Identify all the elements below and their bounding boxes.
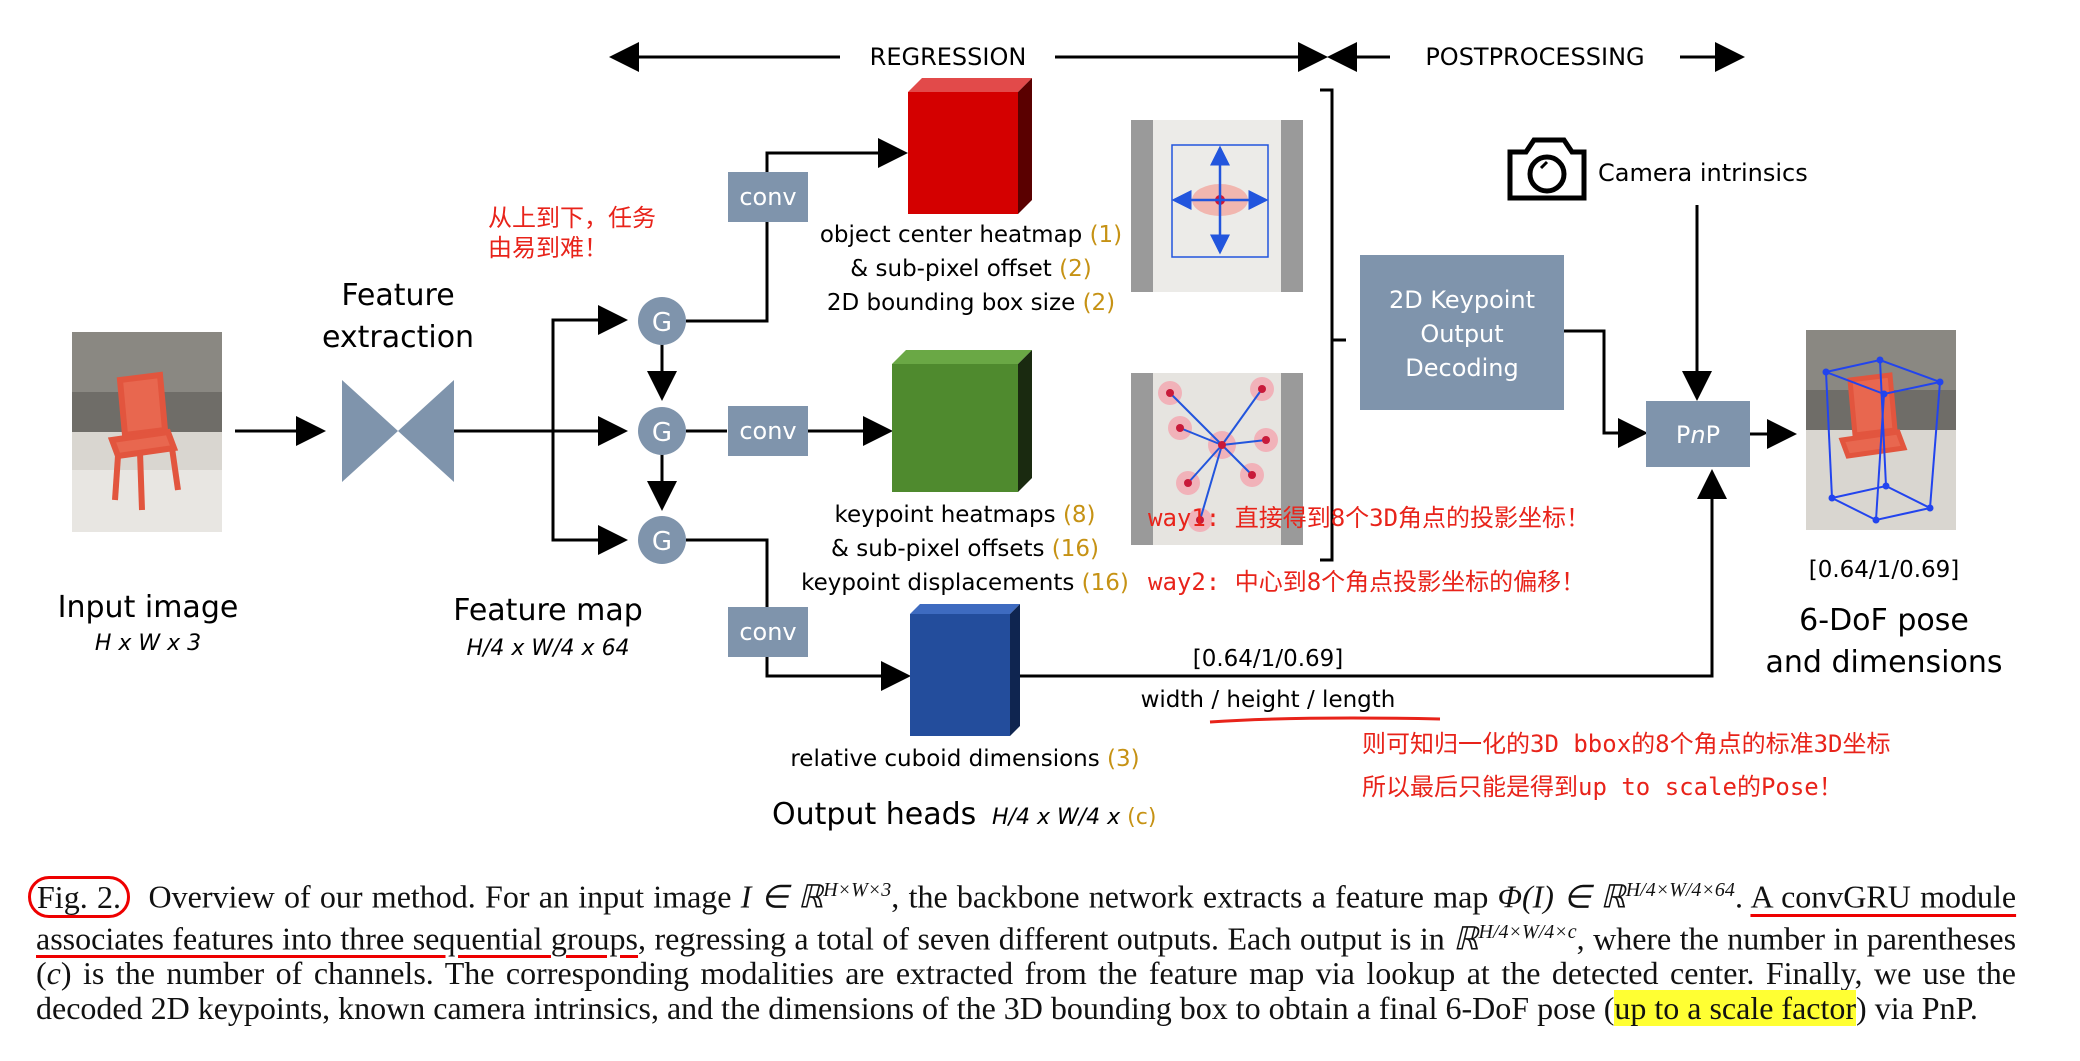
postprocessing-label: POSTPROCESSING — [1425, 43, 1644, 71]
svg-text:G: G — [652, 527, 672, 557]
dims-value: [0.64/1/0.69] — [1193, 646, 1344, 672]
conv-box-3: conv — [728, 607, 808, 657]
keypoint-head-line1: keypoint heatmaps (8) — [834, 502, 1095, 528]
svg-text:2D Keypoint: 2D Keypoint — [1389, 286, 1535, 314]
dims-underline-annotation — [1209, 716, 1441, 724]
chair-icon — [107, 371, 181, 511]
pose-value: [0.64/1/0.69] — [1809, 557, 1960, 583]
caption-text: . — [1969, 990, 1978, 1027]
svg-text:Output: Output — [1420, 320, 1503, 348]
annotation-scale-line1: 则可知归一化的3D bbox的8个角点的标准3D坐标 — [1362, 730, 1891, 758]
method-diagram: REGRESSION POSTPROCESSING Input image H … — [58, 42, 2003, 832]
annotation-order-line2: 由易到难！ — [488, 234, 608, 262]
keypoint-head-line2: & sub-pixel offsets (16) — [831, 536, 1099, 562]
svg-text:Decoding: Decoding — [1405, 354, 1518, 382]
center-head-line1: object center heatmap (1) — [820, 222, 1122, 248]
output-heads-shape: H/4 x W/4 x (c) — [992, 805, 1156, 830]
keypoint-heatmap-cube — [892, 350, 1032, 492]
feature-extraction-line2: extraction — [322, 320, 474, 355]
gru-to-head-connectors — [686, 138, 911, 691]
center-heatmap-thumbnail — [1131, 120, 1303, 292]
keypoint-heatmap-thumbnail — [1131, 373, 1303, 545]
svg-text:PnP: PnP — [1676, 421, 1720, 449]
annotation-way1: way1: 直接得到8个3D角点的投影坐标！ — [1148, 504, 1590, 532]
regression-span: REGRESSION — [609, 42, 1328, 72]
feature-map-connectors — [454, 305, 677, 555]
caption-text: , regressing a total of seven different … — [638, 920, 1454, 957]
caption-text: ) is the number of channels. The corresp… — [36, 955, 2016, 1027]
caption-text: ) via — [1856, 990, 1922, 1027]
annotation-order-line1: 从上到下，任务 — [488, 204, 656, 232]
conv-box-2: conv — [728, 406, 808, 456]
pose-output-image — [1806, 330, 1956, 530]
caption-text: PnP — [1921, 990, 1970, 1027]
caption-text: , the backbone network extracts a featur… — [891, 878, 1498, 915]
center-head-line3: 2D bounding box size (2) — [827, 290, 1115, 316]
caption-text: . — [1734, 878, 1751, 915]
decoder-to-pnp-arrow — [1564, 329, 1648, 448]
caption-math: c — [46, 955, 61, 992]
svg-text:G: G — [652, 418, 672, 448]
input-shape: H x W x 3 — [95, 631, 201, 656]
caption-math: Φ(I) ∈ ℝ — [1497, 878, 1626, 915]
keypoint-head-line3: keypoint displacements (16) — [801, 570, 1129, 596]
input-image — [72, 332, 222, 532]
input-title: Input image — [58, 590, 239, 625]
caption-underlined: A convGRU module associates features int… — [36, 878, 2017, 957]
gru-node-3: G — [638, 516, 686, 564]
backbone-bowtie-icon — [342, 380, 454, 482]
pose-title-line1: 6-DoF pose — [1799, 603, 1969, 638]
svg-text:G: G — [652, 308, 672, 338]
svg-text:conv: conv — [739, 618, 796, 646]
feature-map-shape: H/4 x W/4 x 64 — [466, 636, 629, 661]
caption-highlight: up to a scale factor — [1614, 990, 1857, 1027]
feature-extraction-line1: Feature — [341, 278, 454, 313]
camera-icon — [1507, 137, 1587, 201]
caption-fig-label: Fig. 2. — [28, 875, 130, 918]
annotation-scale-line2: 所以最后只能是得到up to scale的Pose！ — [1362, 773, 1843, 801]
svg-text:conv: conv — [739, 417, 796, 445]
caption-math: H/4×W/4×c — [1478, 920, 1577, 943]
conv-box-1: conv — [728, 172, 808, 222]
camera-label: Camera intrinsics — [1598, 159, 1808, 187]
gru-node-1: G — [638, 297, 686, 345]
modalities-bracket — [1320, 88, 1346, 562]
dims-label: width / height / length — [1141, 687, 1396, 713]
center-heatmap-cube — [908, 78, 1032, 214]
caption-text: , where the number in parentheses ( — [36, 920, 2017, 992]
regression-label: REGRESSION — [870, 43, 1027, 71]
cuboid-head-label: relative cuboid dimensions (3) — [790, 746, 1139, 772]
feature-map-title: Feature map — [453, 593, 643, 628]
gru-node-2: G — [638, 407, 686, 455]
output-heads-title: Output heads — [772, 797, 976, 832]
caption-text: Overview of our method. For an input ima… — [148, 878, 741, 915]
caption-math: H×W×3 — [823, 879, 892, 901]
cuboid-dimensions-cube — [910, 604, 1020, 736]
caption-math: ℝ — [1453, 920, 1479, 957]
annotation-way2: way2: 中心到8个角点投影坐标的偏移！ — [1148, 568, 1585, 596]
pnp-box: PnP — [1646, 401, 1750, 467]
figure-caption: Fig. 2. Overview of our method. For an i… — [28, 873, 2017, 1027]
svg-text:conv: conv — [739, 183, 796, 211]
postprocessing-span: POSTPROCESSING — [1327, 42, 1745, 72]
center-head-line2: & sub-pixel offset (2) — [850, 256, 1091, 282]
keypoint-decoder-box: 2D Keypoint Output Decoding — [1360, 255, 1564, 410]
caption-math: I ∈ ℝ — [740, 878, 824, 915]
caption-math: H/4×W/4×64 — [1625, 879, 1735, 901]
annotations: 从上到下，任务 由易到难！ way1: 直接得到8个3D角点的投影坐标！ way… — [488, 204, 1891, 801]
dimensions-connector — [1020, 469, 1727, 678]
pose-title-line2: and dimensions — [1765, 645, 2002, 680]
